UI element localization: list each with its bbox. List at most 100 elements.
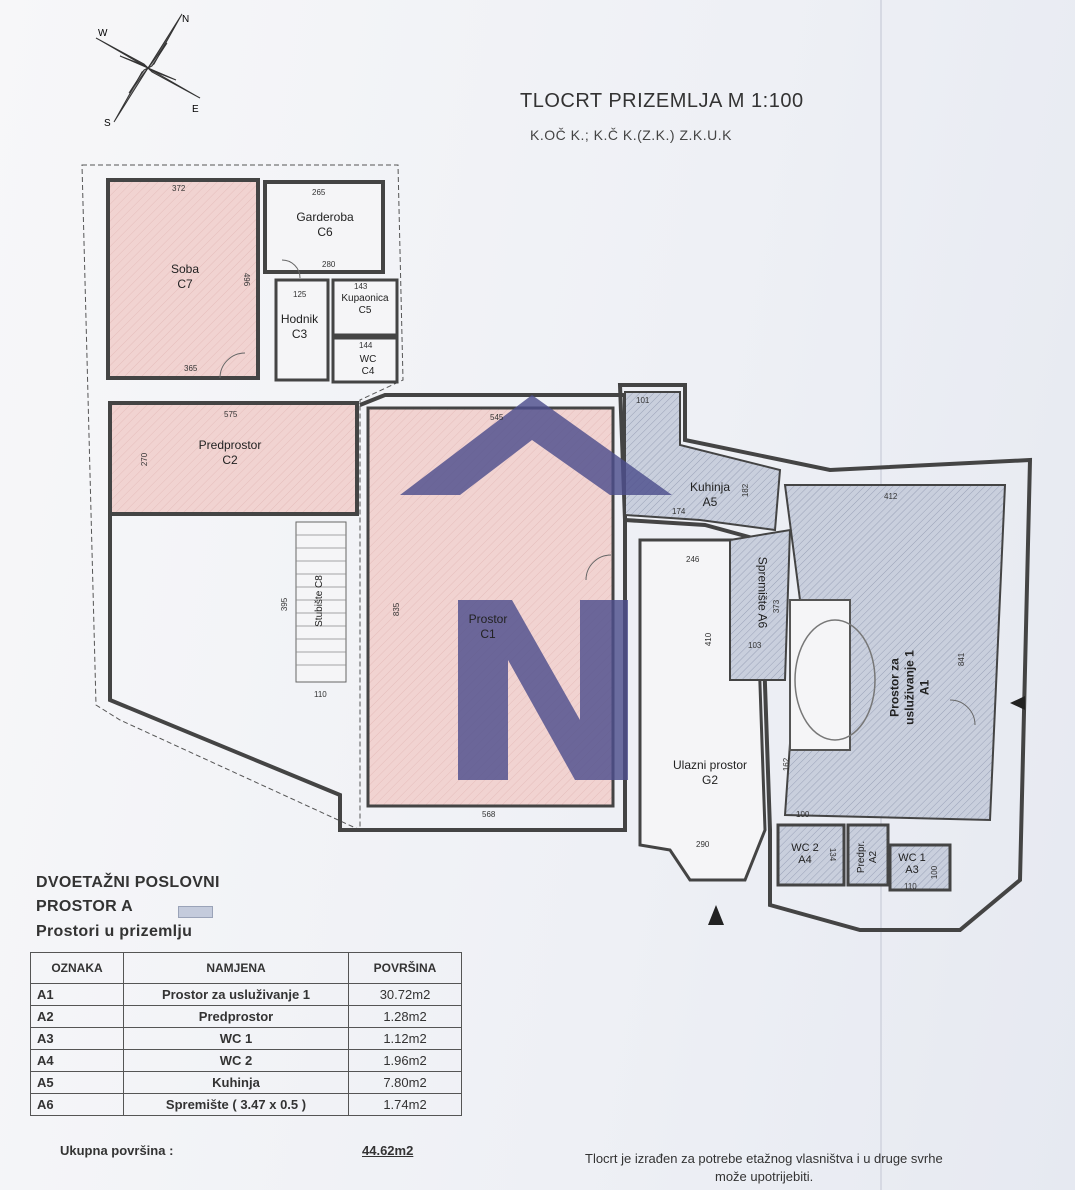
dim-835: 835 [392, 602, 402, 617]
stairs-c8 [295, 521, 347, 683]
cell-namjena: Prostor za usluživanje 1 [123, 983, 349, 1006]
dim-365: 365 [184, 364, 198, 373]
cell-oznaka: A2 [30, 1005, 124, 1028]
room-c5 [331, 278, 399, 337]
room-c6 [263, 180, 385, 274]
house-n-logo-icon [400, 395, 672, 780]
compass-rose-icon: N W S E [95, 13, 201, 128]
footnote-line1: Tlocrt je izrađen za potrebe etažnog vla… [585, 1151, 943, 1166]
room-a3 [888, 843, 952, 892]
section-title-line2: PROSTOR A [36, 898, 133, 915]
dim-144: 144 [359, 341, 373, 350]
cell-oznaka: A1 [30, 983, 124, 1006]
dim-143: 143 [354, 282, 368, 291]
table-row: A1 Prostor za usluživanje 1 30.72m2 [30, 983, 462, 1006]
dim-100: 100 [796, 810, 810, 819]
cell-oznaka: A5 [30, 1071, 124, 1094]
table-row: A5 Kuhinja 7.80m2 [30, 1071, 462, 1094]
footnote-line2: može upotrijebiti. [715, 1169, 814, 1184]
dim-841: 841 [957, 652, 967, 667]
room-c4 [331, 336, 399, 384]
cell-oznaka: A3 [30, 1027, 124, 1050]
compass-s: S [104, 118, 111, 128]
compass-w: W [98, 28, 108, 39]
dim-134: 134 [828, 847, 838, 862]
dim-101: 101 [636, 396, 650, 405]
cell-povrsina: 1.28m2 [348, 1005, 462, 1028]
room-label-a2: Predpr.A2 [856, 840, 879, 874]
room-c3 [274, 278, 330, 382]
wall-outline-east [617, 383, 1033, 932]
cell-namjena: WC 2 [123, 1049, 349, 1072]
legend-swatch [178, 906, 213, 918]
area-table: OZNAKA NAMJENA POVRŠINA A1 Prostor za us… [30, 952, 462, 1116]
dim-265: 265 [312, 188, 326, 197]
dim-280: 280 [322, 260, 336, 269]
cadastral-reference: K.OČ K.; K.Č K.(Z.K.) Z.K.U.K [530, 127, 732, 143]
plot-boundary [81, 164, 404, 831]
col-header-namjena: NAMJENA [123, 952, 349, 984]
wall-outline-west [108, 393, 627, 832]
dim-545: 545 [490, 413, 504, 422]
cell-povrsina: 1.12m2 [348, 1027, 462, 1050]
cell-povrsina: 30.72m2 [348, 983, 462, 1006]
dim-412: 412 [884, 492, 898, 501]
dim-575: 575 [224, 410, 238, 419]
dim-100b: 100 [930, 865, 940, 880]
dim-395: 395 [280, 597, 290, 612]
cell-namjena: Spremište ( 3.47 x 0.5 ) [123, 1093, 349, 1116]
table-row: A2 Predprostor 1.28m2 [30, 1005, 462, 1028]
room-label-a6: Spremište A6 [755, 556, 770, 629]
stair-core [789, 599, 851, 751]
cell-namjena: WC 1 [123, 1027, 349, 1050]
room-a4 [776, 823, 846, 887]
col-header-oznaka: OZNAKA [30, 952, 124, 984]
cell-povrsina: 7.80m2 [348, 1071, 462, 1094]
plan-title: TLOCRT PRIZEMLJA M 1:100 [520, 90, 804, 112]
dim-373: 373 [772, 599, 782, 614]
total-area-label: Ukupna površina : [60, 1143, 174, 1158]
cell-oznaka: A4 [30, 1049, 124, 1072]
compass-e: E [192, 104, 199, 115]
table-row: A4 WC 2 1.96m2 [30, 1049, 462, 1072]
cell-povrsina: 1.96m2 [348, 1049, 462, 1072]
dim-410: 410 [704, 632, 714, 647]
entrance-arrow-icon [708, 905, 724, 925]
total-area-value: 44.62m2 [362, 1143, 414, 1158]
table-row: A6 Spremište ( 3.47 x 0.5 ) 1.74m2 [30, 1093, 462, 1116]
dim-270: 270 [140, 452, 150, 467]
compass-n: N [182, 14, 189, 25]
dim-110: 110 [314, 690, 327, 699]
dim-182: 182 [741, 483, 751, 498]
door-swings [219, 259, 976, 726]
table-header-row: OZNAKA NAMJENA POVRŠINA [30, 952, 462, 984]
footnote: Tlocrt je izrađen za potrebe etažnog vla… [585, 1150, 1075, 1186]
room-label-c8: Stubište C8 [314, 575, 325, 627]
room-a5 [624, 391, 782, 532]
dim-110b: 110 [904, 882, 917, 891]
cell-povrsina: 1.74m2 [348, 1093, 462, 1116]
dim-246: 246 [686, 555, 700, 564]
floor-plan [81, 164, 1033, 932]
dim-125: 125 [293, 290, 307, 299]
room-a2 [846, 823, 890, 887]
entrance-arrow-icon-east [1010, 696, 1025, 710]
dim-103: 103 [748, 641, 762, 650]
cell-oznaka: A6 [30, 1093, 124, 1116]
dim-162: 162 [782, 757, 792, 772]
dim-568: 568 [482, 810, 496, 819]
spiral-stair [794, 619, 876, 741]
section-title-line1: DVOETAŽNI POSLOVNI [36, 874, 220, 891]
cell-namjena: Kuhinja [123, 1071, 349, 1094]
